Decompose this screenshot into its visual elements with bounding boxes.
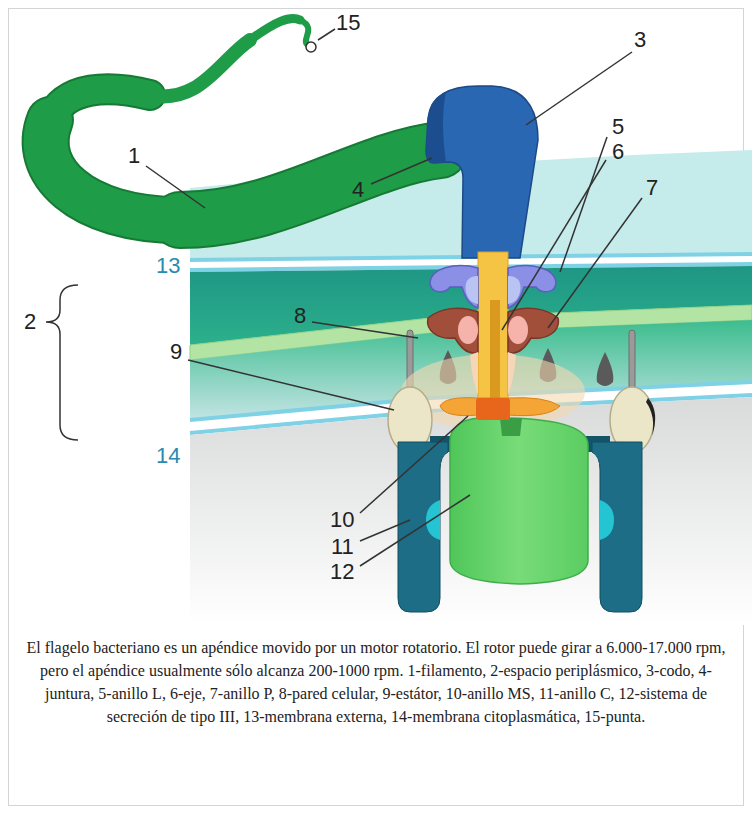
- filament-outline: [50, 89, 150, 120]
- secretion-notch: [500, 418, 522, 436]
- leader-line: [371, 158, 432, 184]
- c-ring: [592, 442, 642, 612]
- filament-tip: [306, 42, 316, 52]
- junction: [426, 92, 446, 163]
- rod-core: [490, 300, 500, 405]
- l-ring: [430, 266, 478, 308]
- callout-number: 12: [330, 560, 354, 584]
- callout-number: 5: [612, 115, 624, 139]
- filament-body: [180, 150, 440, 220]
- c-ring: [398, 442, 448, 612]
- bushing: [508, 352, 516, 395]
- leader-line: [360, 416, 468, 513]
- filament-body: [50, 89, 150, 120]
- p-ring: [428, 308, 478, 353]
- callout-number: 14: [156, 444, 180, 468]
- callout-number: 10: [330, 508, 354, 532]
- secretion-system: [450, 418, 588, 584]
- callout-number: 9: [170, 340, 182, 364]
- l-ring-inner: [508, 276, 521, 304]
- p-ring-inner: [508, 316, 528, 344]
- leader-line: [360, 495, 470, 566]
- ms-ring-center: [476, 398, 510, 420]
- leader-line: [502, 160, 606, 330]
- c-ring-tab: [426, 500, 440, 540]
- leader-lines: [46, 29, 642, 566]
- bushing: [470, 352, 478, 395]
- filament-body: [150, 40, 250, 96]
- p-ring-inner: [458, 316, 478, 344]
- c-ring-tab: [600, 500, 614, 540]
- rod: [478, 252, 508, 412]
- filament-outline: [46, 120, 180, 220]
- leader-line: [548, 198, 642, 328]
- stator-pin: [629, 330, 635, 392]
- hook: [426, 86, 538, 258]
- leader-line: [146, 166, 205, 208]
- callout-number: 3: [634, 28, 646, 52]
- bracket: [46, 285, 78, 440]
- callout-number: 6: [612, 140, 624, 164]
- callout-number: 4: [352, 178, 364, 202]
- cytoplasm: [190, 397, 752, 625]
- leader-line: [318, 29, 335, 40]
- callout-number: 15: [336, 11, 360, 35]
- callout-number: 2: [24, 310, 36, 334]
- callout-number: 1: [128, 144, 140, 168]
- l-ring-inner: [466, 276, 479, 304]
- filament: [46, 18, 440, 220]
- leader-line: [312, 322, 418, 338]
- callout-number: 13: [156, 254, 180, 278]
- callout-number: 7: [646, 176, 658, 200]
- leader-line: [560, 137, 607, 272]
- stator-shadow: [646, 398, 655, 436]
- filament-body: [250, 18, 300, 40]
- callout-number: 11: [331, 535, 354, 559]
- figure-caption: El flagelo bacteriano es un apéndice mov…: [16, 636, 736, 728]
- filament-body: [300, 20, 308, 45]
- filament-outline: [180, 150, 440, 220]
- l-ring: [508, 266, 556, 308]
- p-ring: [508, 308, 558, 353]
- motor-knob: [597, 352, 614, 386]
- leader-line: [188, 360, 394, 410]
- filament-body: [46, 120, 180, 220]
- callout-number: 8: [294, 304, 306, 328]
